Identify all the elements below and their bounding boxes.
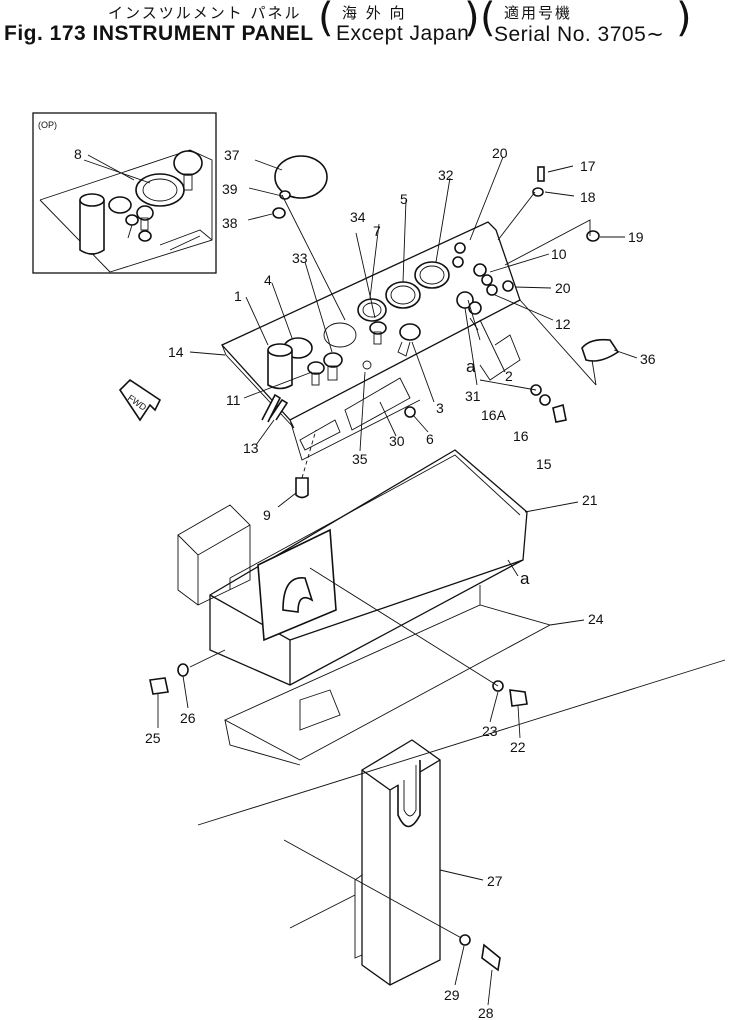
lower-console-box	[177, 449, 528, 686]
callout-26: 26	[180, 710, 196, 726]
callout-11: 11	[226, 392, 241, 408]
callout-32: 32	[438, 167, 454, 183]
callout-35: 35	[352, 451, 368, 467]
callout-29: 29	[444, 987, 460, 1003]
callout-37: 37	[224, 147, 240, 163]
callout-30: 30	[389, 433, 405, 449]
callout-19: 19	[628, 229, 644, 245]
callout-8: 8	[74, 146, 82, 162]
inset-op-box: (OP)	[32, 112, 217, 274]
callout-21: 21	[582, 492, 598, 508]
callout-16: 16	[513, 428, 529, 444]
callout-34: 34	[350, 209, 366, 225]
callout-a-upper: a	[466, 357, 476, 376]
paren-open: (	[318, 0, 334, 41]
callout-28: 28	[478, 1005, 494, 1020]
callout-5: 5	[400, 191, 408, 207]
callout-22: 22	[510, 739, 526, 755]
callout-4: 4	[264, 272, 272, 288]
callout-20-right: 20	[555, 280, 571, 296]
callout-10: 10	[551, 246, 567, 262]
callout-25: 25	[145, 730, 161, 746]
callout-36: 36	[640, 351, 656, 367]
callout-39: 39	[222, 181, 238, 197]
fwd-arrow-icon: FWD	[118, 378, 162, 422]
paren-close-2: )	[676, 0, 692, 41]
lamp-icon	[581, 338, 620, 362]
figure-title: Fig. 173 INSTRUMENT PANEL	[4, 22, 314, 45]
callout-33: 33	[292, 250, 308, 266]
callout-9: 9	[263, 507, 271, 523]
callout-2: 2	[505, 368, 513, 384]
callout-15: 15	[536, 456, 552, 472]
instrument-panel-plate	[220, 221, 521, 461]
title-jp: インスツルメント パネル	[108, 4, 302, 22]
callout-7: 7	[373, 223, 381, 239]
callout-18: 18	[580, 189, 596, 205]
leader-lines	[87, 154, 638, 1006]
callout-6: 6	[426, 431, 434, 447]
gauge-icon-34	[357, 298, 387, 322]
callout-numbers: 8 37 39 38 34 5 32 20 17 18 19 10 20 12 …	[74, 145, 656, 1020]
callout-a-lower: a	[520, 569, 530, 588]
callout-31: 31	[465, 388, 481, 404]
callout-3: 3	[436, 400, 444, 416]
hourmeter-icon	[267, 350, 293, 390]
serial-no: Serial No. 3705∼	[494, 23, 665, 46]
paren-open-2: (	[480, 0, 496, 41]
callout-20-top: 20	[492, 145, 508, 161]
callout-24: 24	[588, 611, 604, 627]
callout-16a: 16A	[481, 407, 507, 423]
callout-27: 27	[487, 873, 503, 889]
region-en: Except Japan	[336, 22, 470, 45]
region-jp: 海 外 向	[342, 4, 407, 22]
inset-label: (OP)	[38, 120, 57, 130]
figure-header: インスツルメント パネル Fig. 173 INSTRUMENT PANEL (…	[0, 0, 730, 48]
callout-1: 1	[234, 288, 242, 304]
callout-17: 17	[580, 158, 596, 174]
steering-column-cover	[354, 739, 441, 986]
paren-close: )	[464, 0, 480, 41]
callout-13: 13	[243, 440, 259, 456]
gauges	[261, 242, 514, 499]
serial-jp: 適用号機	[504, 4, 573, 22]
callout-23: 23	[482, 723, 498, 739]
callout-14: 14	[168, 344, 184, 360]
cap-icon	[274, 155, 328, 199]
callout-12: 12	[555, 316, 571, 332]
callout-38: 38	[222, 215, 238, 231]
